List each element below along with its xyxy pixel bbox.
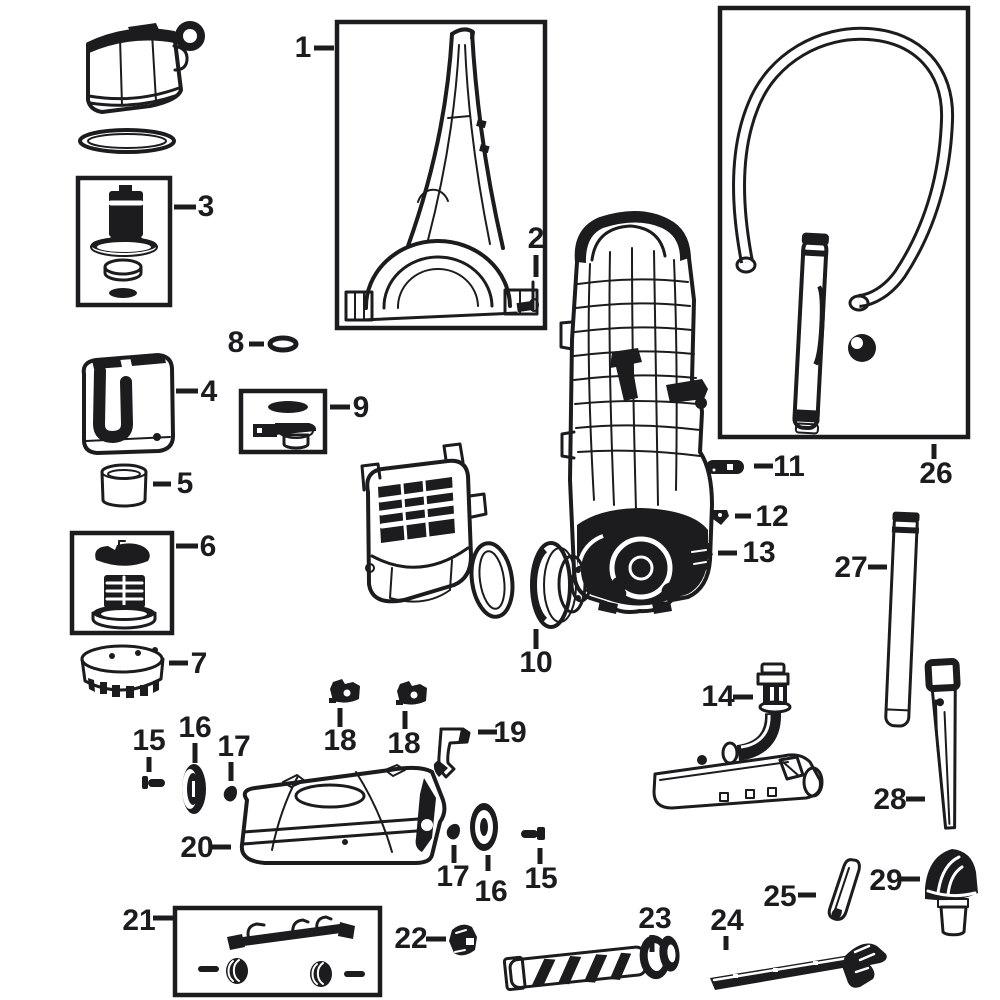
- vacuum-body-frame: [559, 210, 714, 614]
- callout-label-22: 22: [394, 922, 427, 955]
- part-5-filter: [100, 463, 148, 508]
- part-21-wheel-kit: [172, 905, 383, 998]
- callout-label-17-lower: 17: [436, 860, 469, 893]
- callout-label-25: 25: [763, 880, 796, 913]
- callout-label-13: 13: [742, 536, 775, 569]
- hose-wand-tube: [792, 232, 829, 435]
- callout-label-5: 5: [177, 467, 194, 500]
- callout-label-16-lower: 16: [474, 875, 507, 908]
- part-3-filter-assembly: [75, 175, 173, 308]
- part-29-turbo-tool: [925, 849, 978, 937]
- callout-label-28: 28: [873, 783, 906, 816]
- floor-nozzle: [652, 753, 824, 810]
- part-23-brush-roll: [502, 935, 680, 991]
- part-11-pin: [706, 460, 744, 474]
- callout-label-18-b: 18: [387, 727, 420, 760]
- part-10-motor-fan: [530, 541, 612, 629]
- callout-label-17-left: 17: [217, 730, 250, 763]
- part-8-o-ring: [267, 335, 299, 353]
- carry-ring: [175, 21, 205, 51]
- callout-label-8: 8: [228, 326, 245, 359]
- part-19-bracket: [433, 727, 471, 779]
- part-16-wheel-left: [182, 764, 206, 814]
- callout-label-11: 11: [773, 450, 805, 483]
- part-26-hose-kit: [717, 5, 971, 440]
- part-27-extension-wand: [884, 511, 920, 728]
- callout-label-6: 6: [200, 530, 217, 563]
- callout-label-15-lower: 15: [524, 862, 557, 895]
- part-7-tank-lid: [80, 644, 165, 698]
- callout-label-3: 3: [198, 190, 215, 223]
- motor-housing: [360, 442, 488, 604]
- motor-seal-ring: [469, 541, 515, 619]
- part-15-screw-lower: [521, 827, 545, 840]
- callout-label-10: 10: [519, 646, 552, 679]
- part-1-upper-handle: [334, 19, 548, 331]
- callout-label-26: 26: [919, 457, 952, 490]
- part-13-bracket: [687, 543, 713, 572]
- callout-label-23: 23: [638, 902, 671, 935]
- callout-label-18-a: 18: [323, 724, 356, 757]
- callout-label-1: 1: [295, 31, 312, 64]
- part-15-screw-left: [142, 776, 165, 789]
- part-22-pedal: [449, 924, 477, 956]
- callout-label-15-left: 15: [132, 724, 165, 757]
- part-9-valve-kit: [238, 388, 328, 455]
- callout-label-4: 4: [201, 375, 218, 408]
- callout-label-27: 27: [834, 551, 867, 584]
- callout-label-9: 9: [353, 391, 370, 424]
- part-4-dirt-tank: [81, 353, 175, 455]
- part-25-belt: [827, 858, 861, 921]
- part-12-bolt: [713, 510, 729, 525]
- wheel-right: [310, 961, 332, 987]
- part-16-wheel-lower: [470, 803, 498, 851]
- callout-label-12: 12: [755, 500, 788, 533]
- part-6-filter-kit: [69, 530, 175, 636]
- part-17-clip-left: [223, 785, 237, 802]
- part-24-base-plate: [710, 943, 887, 990]
- callout-label-2: 2: [528, 222, 545, 255]
- callout-label-29: 29: [869, 864, 902, 897]
- dust-cup: [78, 21, 205, 154]
- part-2-handle-screw: [516, 280, 539, 313]
- callout-label-20: 20: [180, 831, 213, 864]
- callout-label-7: 7: [191, 647, 208, 680]
- callout-label-21: 21: [122, 904, 155, 937]
- small-washer: [661, 582, 681, 602]
- callout-label-24: 24: [710, 904, 744, 937]
- part-17-clip-lower: [446, 823, 460, 840]
- callout-label-19: 19: [493, 716, 526, 749]
- part-28-crevice-tool: [924, 658, 961, 830]
- wheel-left: [226, 958, 248, 984]
- callout-label-16-left: 16: [178, 711, 211, 744]
- part-20-base-housing: [239, 764, 447, 865]
- callout-label-14: 14: [701, 680, 735, 713]
- part-18-clip-a: [329, 679, 360, 703]
- small-clip: [611, 576, 628, 601]
- part-18-clip-b: [396, 681, 427, 705]
- part-14-elbow-assembly: [652, 662, 824, 810]
- gasket-seal: [78, 128, 176, 154]
